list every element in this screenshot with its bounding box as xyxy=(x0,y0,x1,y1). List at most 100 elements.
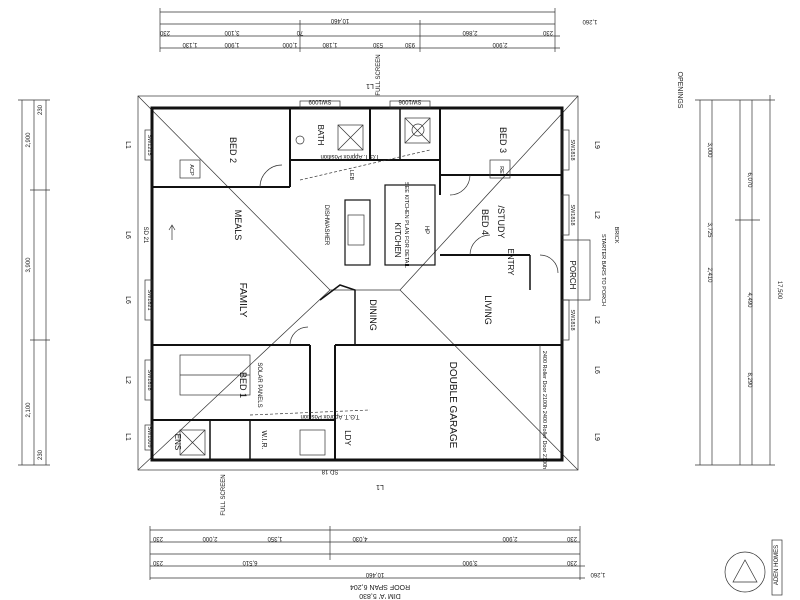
sd21-label: SD 21 xyxy=(142,227,148,244)
room-living: LIVING xyxy=(483,295,493,325)
left-dim-6: 230 xyxy=(38,449,44,460)
lintel-l1-bottom: L1 xyxy=(376,483,384,490)
room-bed1: BED 1 xyxy=(238,372,248,398)
bottom-dim-3: 3,900 xyxy=(462,559,478,565)
solar-panels-note: SOLAR PANELS xyxy=(256,362,262,407)
re-label: RE xyxy=(498,166,504,174)
porch-note: STARTER BARS TO PORCH xyxy=(600,234,606,306)
lintel-l9-right-bottom: L9 xyxy=(593,433,600,441)
room-ldy: LDY xyxy=(343,430,352,446)
bottom-overall-dim: 10,460 xyxy=(365,571,384,577)
see-kitchen-note: SEE KITCHEN PLAN FOR DETAIL xyxy=(403,182,409,268)
room-study: /STUDY xyxy=(496,205,506,238)
room-meals: MEALS xyxy=(233,210,243,241)
window-sw1006-top: SW1006 xyxy=(398,98,422,104)
right-dim-5: 2,410 xyxy=(706,267,712,283)
room-entry: ENTRY xyxy=(506,249,515,277)
dim-a-note: DIM 'A' 5,830 xyxy=(359,592,401,599)
room-bed2: BED 2 xyxy=(228,137,238,163)
window-sw1009-top: SW1009 xyxy=(308,98,332,104)
top-overall-dim: 10,460 xyxy=(330,17,349,23)
top-dim2-7: 1,180 xyxy=(322,41,338,47)
leb-label: LEB xyxy=(348,170,354,181)
left-dim-5: 2,100 xyxy=(26,402,32,418)
dishwasher-note: DISHWASHER xyxy=(323,205,329,246)
left-dim-0: 230 xyxy=(38,104,44,115)
bottom-dim-4: 230 xyxy=(566,559,577,565)
roller-door-note-2: 2400 Roller Door 2100h xyxy=(541,411,547,469)
room-porch: PORCH xyxy=(568,261,577,290)
lintel-l6-left-mid: L6 xyxy=(124,296,131,304)
room-family: FAMILY xyxy=(237,283,248,318)
hp-label: HP xyxy=(423,226,429,234)
room-bed4: BED 4 xyxy=(480,209,490,235)
annotations: T.G.T. Approx Position T.G.T. Approx Pos… xyxy=(142,54,619,515)
room-ens: ENS xyxy=(173,434,182,450)
right-dimensions: 3,000 3,725 2,410 6,070 4,490 8,290 17,5… xyxy=(676,72,782,466)
right-dim-1: 3,000 xyxy=(706,142,712,158)
lintel-l6-left: L6 xyxy=(124,231,131,239)
room-bed3: BED 3 xyxy=(498,127,508,153)
lintel-labels: L1 L6 L6 L2 L1 L9 L2 L2 L6 L9 L1 L1 ACP … xyxy=(124,82,600,490)
window-sw1009-bottom: SW1009 xyxy=(146,426,152,447)
top-small-dim: 1,260 xyxy=(582,18,598,24)
left-dimensions: 2,900 3,900 2,100 230 230 xyxy=(18,99,50,466)
window-sw1215: SW1215 xyxy=(146,134,152,155)
roller-door-note-1: 2400 Roller Door 2100h xyxy=(541,351,547,409)
tgt-top-note: T.G.T. Approx Position xyxy=(320,153,379,159)
room-kitchen: KITCHEN xyxy=(393,222,402,257)
left-dim-1: 2,900 xyxy=(26,132,32,148)
room-dining: DINING xyxy=(368,299,378,331)
lintel-l2-left: L2 xyxy=(124,376,131,384)
lintel-l9-right-top: L9 xyxy=(593,141,600,149)
top-dimensions: 10,460 1,260 3,100 70 2,860 230 230 1,13… xyxy=(159,8,598,52)
bottom-dim2-8: 230 xyxy=(566,535,577,541)
room-labels: BED 2 BATH BED 3 MEALS FAMILY KITCHEN DI… xyxy=(173,125,577,451)
top-dim2-3: 1,900 xyxy=(224,41,240,47)
right-overall-dim: 17,500 xyxy=(776,281,782,300)
window-sw1818-right-mid: SW1818 xyxy=(569,204,575,225)
right-small-dim: 4,490 xyxy=(746,292,752,308)
roof-span-note: ROOF SPAN 6,204 xyxy=(350,583,410,590)
bottom-dim2-0: 230 xyxy=(152,535,163,541)
openings-label: OPENINGS xyxy=(676,72,683,109)
roof-outline xyxy=(137,95,579,471)
logo-text: ADEN HOMES xyxy=(774,545,780,585)
top-dim2-11: 930 xyxy=(404,41,415,47)
top-dim2-13: 2,900 xyxy=(492,41,508,47)
right-mid-dim: 6,070 xyxy=(746,172,752,188)
top-dim-0: 230 xyxy=(159,29,170,35)
interior-walls xyxy=(144,100,591,460)
top-dim-2: 70 xyxy=(296,29,303,35)
top-dim2-9: 530 xyxy=(372,41,383,47)
top-dim2-1: 1,130 xyxy=(182,41,198,47)
lintel-l2-right: L2 xyxy=(593,211,600,219)
lintel-l1-top: L1 xyxy=(366,82,374,89)
lintel-l6-right: L6 xyxy=(593,366,600,374)
lintel-l2-right-mid: L2 xyxy=(593,316,600,324)
bottom-dim2-3: 1,350 xyxy=(267,535,283,541)
tgt-bottom-note: T.G.T. Approx Position xyxy=(300,413,359,419)
top-dim-1: 3,100 xyxy=(224,29,240,35)
bottom-small-dim: 1,260 xyxy=(590,571,606,577)
bottom-dim-0: 230 xyxy=(152,559,163,565)
acp-label: ACP xyxy=(188,164,194,176)
top-dim-3: 2,860 xyxy=(462,29,478,35)
top-dim-4: 230 xyxy=(542,29,553,35)
bottom-dim2-5: 4,030 xyxy=(352,535,368,541)
window-sw1818-left: SW1818 xyxy=(146,369,152,390)
sd18-label: SD 18 xyxy=(321,468,338,474)
bottom-dim-1: 6,510 xyxy=(242,559,258,565)
bottom-dim2-1: 2,000 xyxy=(202,535,218,541)
bottom-dimensions: 230 2,000 1,350 4,030 2,900 230 230 6,51… xyxy=(149,526,606,599)
left-dim-3: 3,900 xyxy=(26,257,32,273)
top-dim2-5: 1,000 xyxy=(282,41,298,47)
lintel-l1-left-top: L1 xyxy=(124,141,131,149)
window-sw1818-right-top: SW1818 xyxy=(569,139,575,160)
room-wir: W.I.R. xyxy=(260,430,267,449)
room-garage: DOUBLE GARAGE xyxy=(447,362,458,449)
lintel-l1-left-bottom: L1 xyxy=(124,433,131,441)
company-logo: ADEN HOMES xyxy=(724,539,783,596)
right-dim-7: 8,290 xyxy=(746,372,752,388)
